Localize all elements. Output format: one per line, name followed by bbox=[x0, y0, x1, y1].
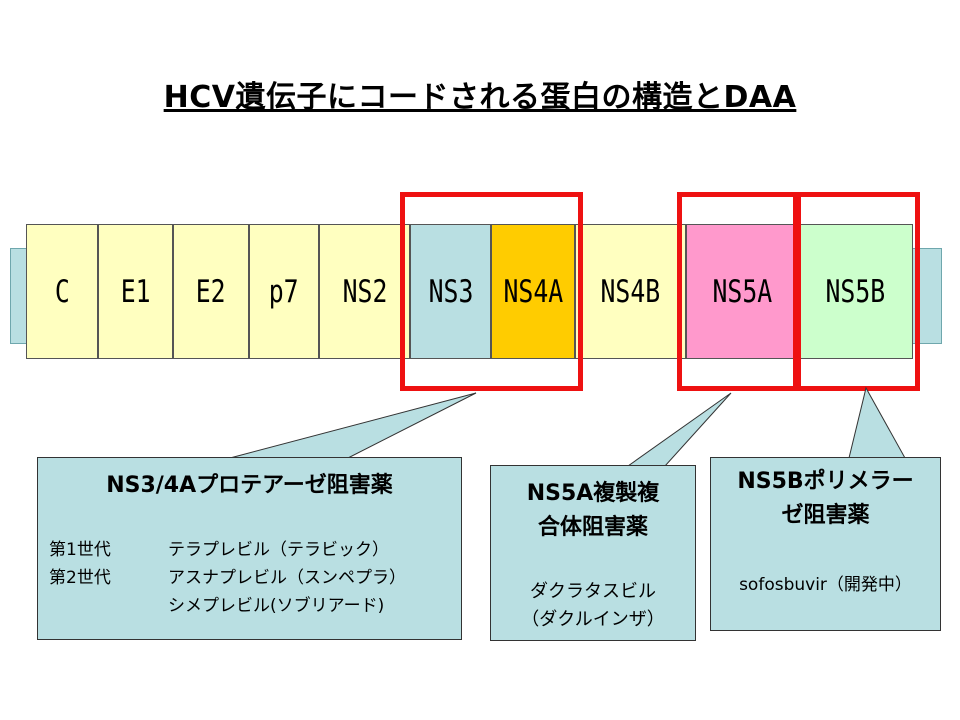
ns5a-drug-1: ダクラタスビル bbox=[530, 581, 656, 602]
pointer-ns5a bbox=[626, 392, 732, 467]
callout-ns34a: NS3/4Aプロテアーゼ阻害薬 第1世代 テラプレビル（テラビック） 第2世代 … bbox=[37, 457, 462, 640]
gen2-drug-2: シメプレビル(ソブリアード) bbox=[168, 596, 385, 616]
callout-ns34a-title: NS3/4Aプロテアーゼ阻害薬 bbox=[106, 473, 393, 498]
pointer-ns5b bbox=[848, 386, 906, 459]
callout-ns5b-title-1: NS5Bポリメラー bbox=[737, 469, 914, 494]
ns5b-drug: sofosbuvir（開発中） bbox=[739, 575, 912, 595]
segment-p7: p7 bbox=[249, 224, 319, 359]
segment-e1: E1 bbox=[98, 224, 173, 359]
segment-c: C bbox=[26, 224, 98, 359]
segment-ns3: NS3 bbox=[410, 224, 491, 359]
pointer-ns34a bbox=[229, 392, 477, 459]
gen2-drug-1: アスナプレビル（スンペプラ） bbox=[168, 568, 406, 588]
highlight-ns5b bbox=[796, 192, 920, 391]
highlight-ns3-ns4a bbox=[400, 192, 583, 391]
segment-ns4a: NS4A bbox=[491, 224, 575, 359]
gen1-drug: テラプレビル（テラビック） bbox=[168, 540, 389, 560]
segment-ns4b: NS4B bbox=[575, 224, 686, 359]
ns5a-drug-2: （ダクルインザ） bbox=[521, 609, 665, 630]
highlight-ns5a bbox=[677, 192, 798, 391]
callout-ns5b-title-2: ゼ阻害薬 bbox=[781, 503, 870, 528]
segment-ns5b: NS5B bbox=[798, 224, 913, 359]
callout-ns5b: NS5Bポリメラー ゼ阻害薬 sofosbuvir（開発中） bbox=[710, 457, 941, 631]
page-title: HCV遺伝子にコードされる蛋白の構造とDAA bbox=[163, 80, 797, 115]
gen2-label: 第2世代 bbox=[49, 568, 111, 588]
callout-ns5a-title-1: NS5A複製複 bbox=[526, 481, 660, 506]
segment-e2: E2 bbox=[173, 224, 249, 359]
segment-ns2: NS2 bbox=[319, 224, 410, 359]
gen1-label: 第1世代 bbox=[49, 540, 111, 560]
callout-ns5a-title-2: 合体阻害薬 bbox=[537, 515, 648, 540]
callout-ns5a: NS5A複製複 合体阻害薬 ダクラタスビル （ダクルインザ） bbox=[490, 465, 696, 641]
